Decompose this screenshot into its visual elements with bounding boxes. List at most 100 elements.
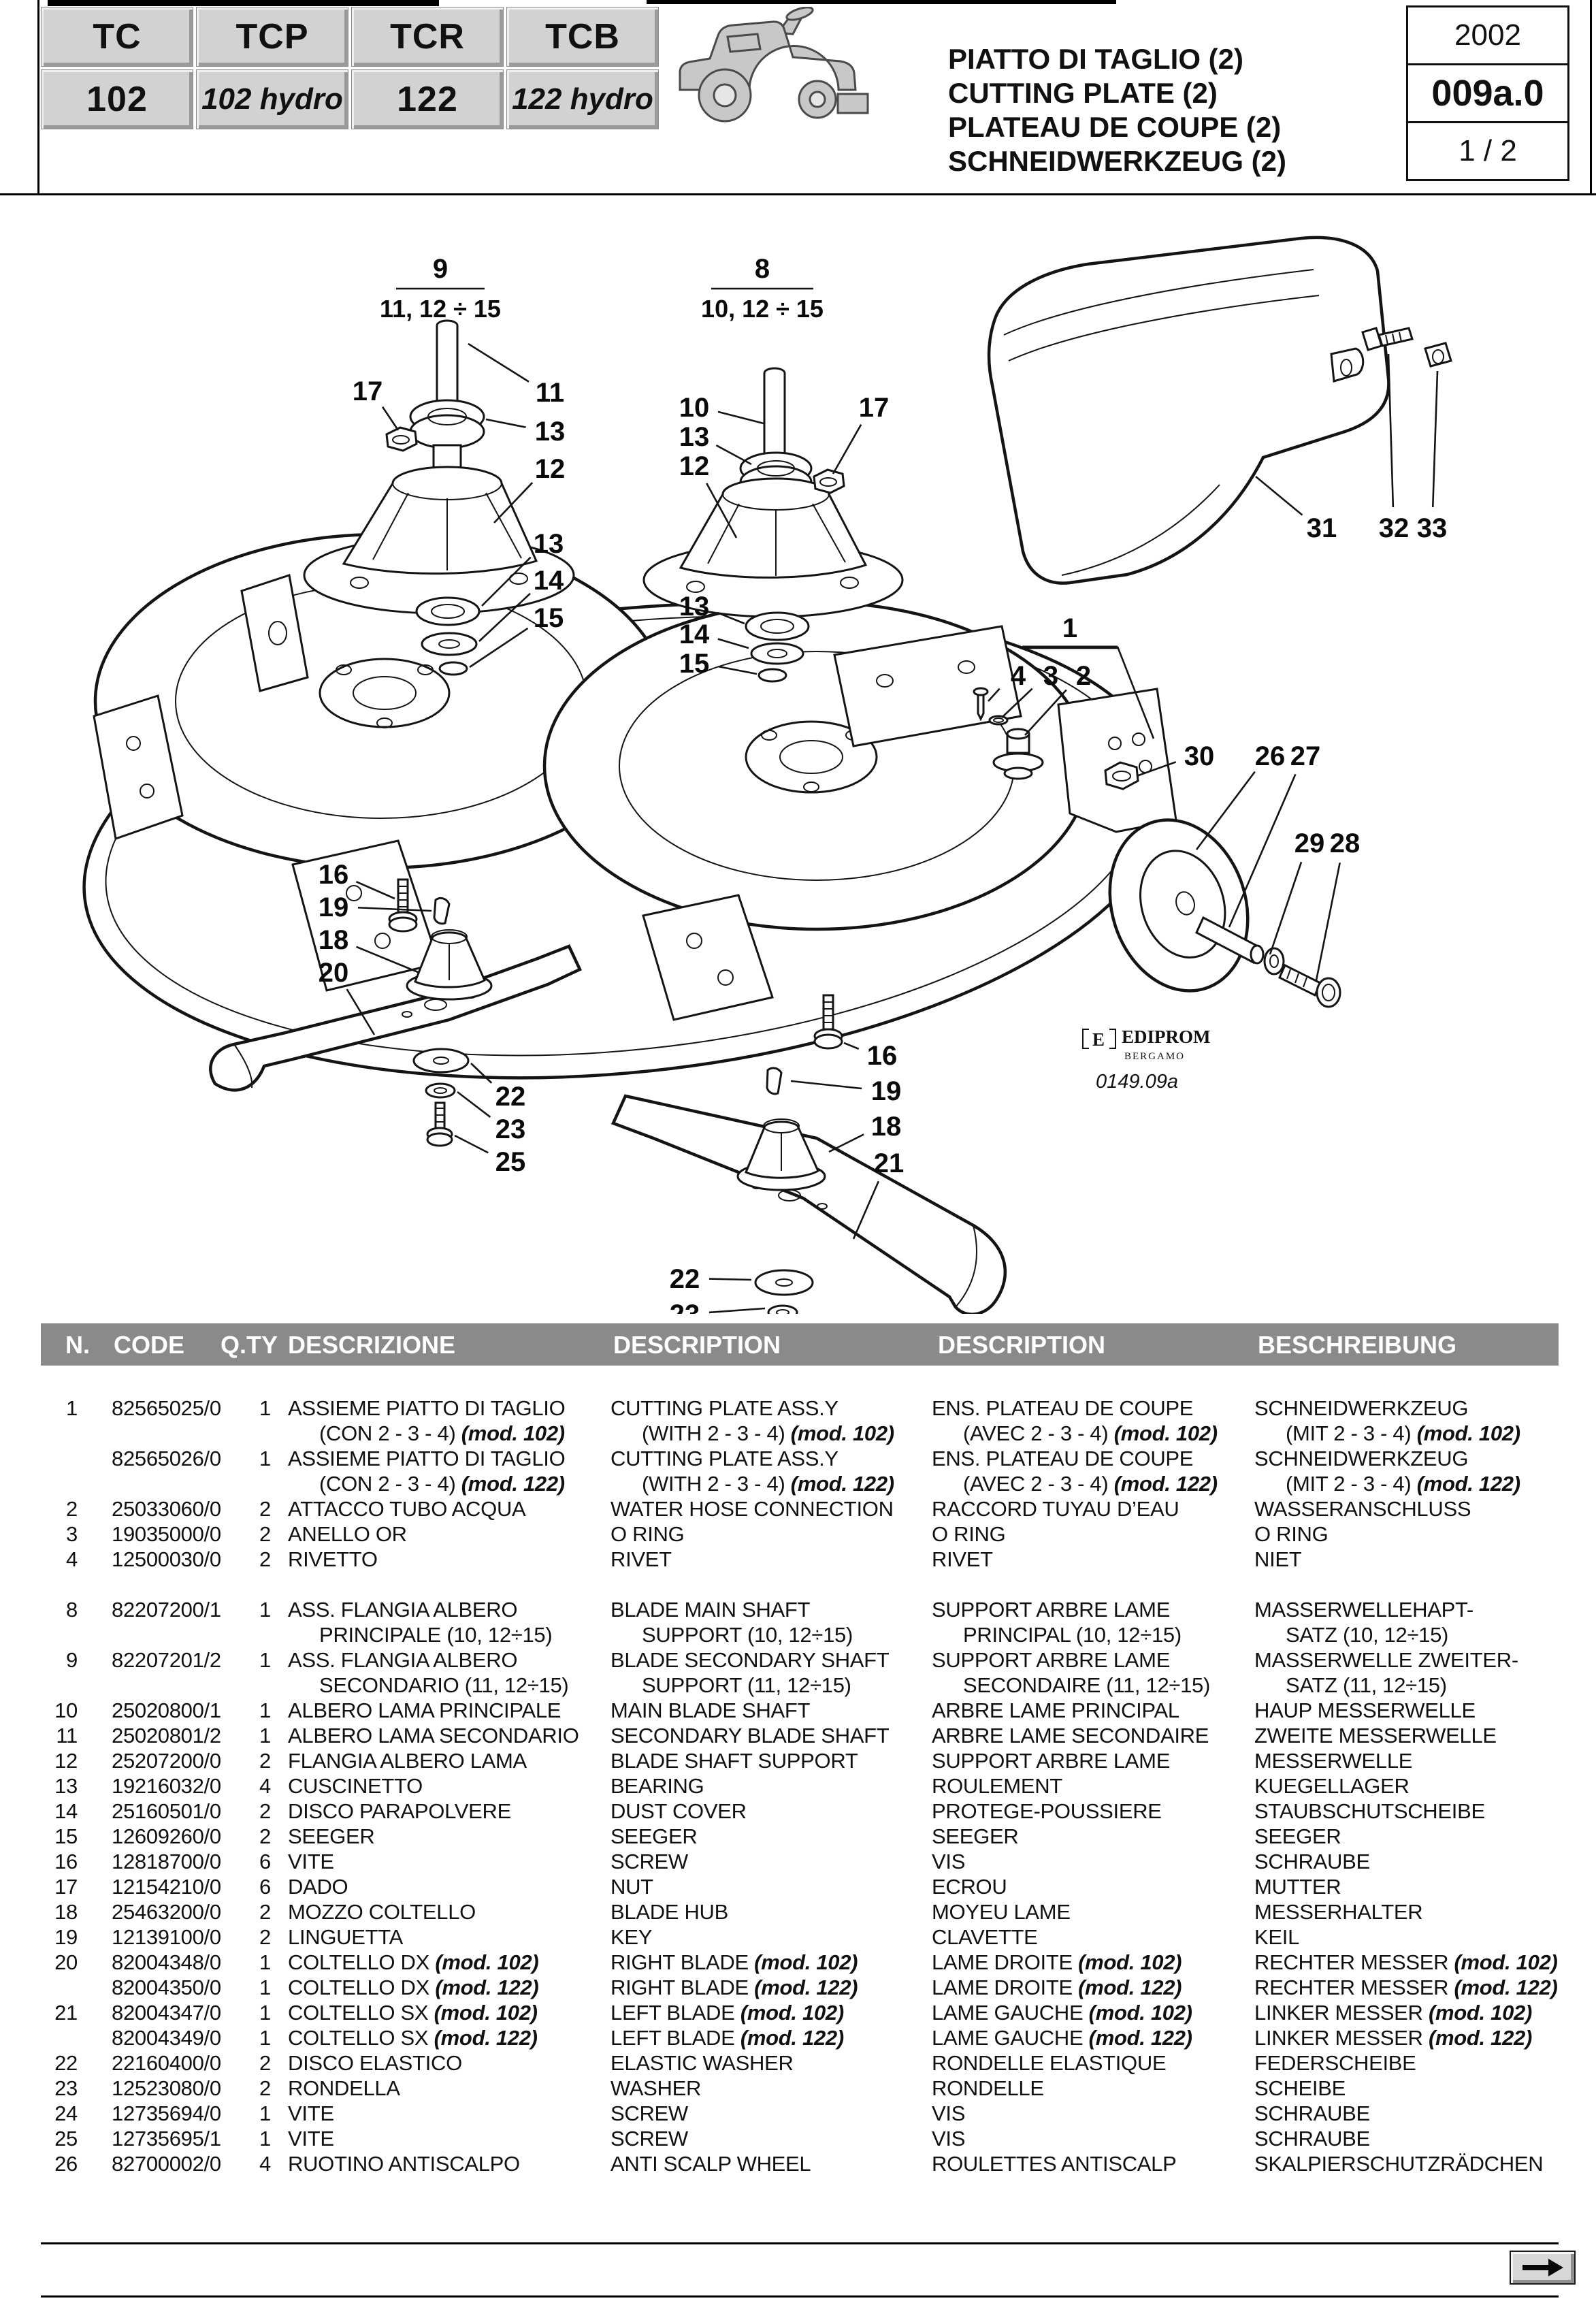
deck-brackets	[93, 574, 1177, 1021]
col-description-fr: DESCRIPTION	[938, 1331, 1106, 1359]
water-connection-group	[973, 645, 1155, 780]
next-page-button[interactable]	[1510, 2251, 1576, 2285]
logo-name: EDIPROM	[1122, 1027, 1211, 1047]
tractor-icon	[679, 7, 869, 123]
logo-sub: BERGAMO	[1124, 1051, 1185, 1062]
ediprom-logo: E EDIPROM BERGAMO 0149.09a	[1082, 1027, 1211, 1093]
col-code: CODE	[114, 1331, 185, 1359]
doc-code-label: 009a.0	[1408, 65, 1567, 123]
spindle-assembly-centre	[642, 367, 904, 683]
table-row: PRINCIPALE (10, 12÷15)SUPPORT (10, 12÷15…	[319, 1623, 1449, 1647]
page-number-label: 1 / 2	[1459, 134, 1517, 167]
callout-16: 16	[319, 860, 349, 890]
model-box-102: 102	[41, 69, 193, 129]
col-description-en: DESCRIPTION	[613, 1331, 781, 1359]
callout-22: 22	[495, 1082, 526, 1112]
model-box-tcp: TCP	[196, 7, 348, 67]
right-margin-line	[1590, 0, 1592, 195]
callout-13: 13	[534, 529, 564, 559]
top-edge-bar	[48, 0, 439, 6]
callout-13: 13	[679, 422, 710, 452]
info-box: 2002 009a.0 1 / 2	[1406, 5, 1569, 181]
table-row-spacer	[41, 1572, 1559, 1597]
col-beschreibung: BESCHREIBUNG	[1258, 1331, 1457, 1359]
callout-26: 26	[1255, 741, 1286, 771]
table-row: (CON 2 - 3 - 4) (mod. 122)(WITH 2 - 3 - …	[319, 1472, 1520, 1496]
callout-14: 14	[534, 566, 564, 596]
col-qty: Q.TY	[221, 1331, 278, 1359]
group-sub-9: 11, 12 ÷ 15	[380, 295, 501, 323]
callout-15: 15	[534, 603, 564, 633]
table-row: (CON 2 - 3 - 4) (mod. 102)(WITH 2 - 3 - …	[319, 1421, 1520, 1445]
parts-table: N. CODE Q.TY DESCRIZIONE DESCRIPTION DES…	[41, 1323, 1559, 2176]
col-n: N.	[65, 1331, 90, 1359]
title-de: SCHNEIDWERKZEUG (2)	[948, 145, 1287, 177]
top-edge-bar-2	[647, 0, 1116, 4]
group-label-1: 1	[1062, 613, 1077, 643]
callout-18: 18	[319, 925, 349, 955]
year-label: 2002	[1408, 7, 1567, 65]
deck-body	[82, 532, 1170, 1080]
callout-30: 30	[1184, 741, 1215, 771]
table-row: SECONDARIO (11, 12÷15)SUPPORT (11, 12÷15…	[319, 1673, 1447, 1697]
title-block: PIATTO DI TAGLIO (2) CUTTING PLATE (2) P…	[948, 42, 1286, 178]
callout-12: 12	[535, 454, 566, 484]
callout-29: 29	[1294, 828, 1325, 858]
callout-13: 13	[535, 417, 566, 447]
table-header: N. CODE Q.TY DESCRIZIONE DESCRIPTION DES…	[41, 1323, 1559, 1366]
callout-10: 10	[679, 393, 710, 423]
callout-27: 27	[1290, 741, 1321, 771]
callout-32: 32	[1379, 513, 1410, 543]
col-descrizione: DESCRIZIONE	[288, 1331, 456, 1359]
callout-33: 33	[1417, 513, 1448, 543]
callout-19: 19	[319, 892, 349, 922]
callout-19: 19	[871, 1076, 902, 1106]
model-grid: TC TCP TCR TCB 102 102 hydro 122 122 hyd…	[41, 7, 659, 129]
left-margin-line	[37, 0, 39, 195]
callout-21: 21	[874, 1148, 905, 1178]
group-label-9: 9	[433, 254, 448, 284]
left-blade-group	[209, 878, 582, 1147]
chute-bolt-icon	[1361, 327, 1414, 351]
callout-2: 2	[1076, 661, 1091, 691]
callout-17: 17	[859, 393, 890, 423]
callout-13: 13	[679, 592, 710, 622]
group-label-8: 8	[755, 254, 770, 284]
anti-scalp-wheel-group	[1104, 761, 1341, 1008]
callout-18: 18	[871, 1112, 902, 1142]
model-box-tc: TC	[41, 7, 193, 67]
callout-12: 12	[679, 451, 710, 481]
callout-14: 14	[679, 619, 710, 649]
callout-28: 28	[1330, 828, 1361, 858]
callout-25: 25	[495, 1147, 526, 1177]
header-divider	[0, 193, 1596, 195]
model-box-102-hydro: 102 hydro	[196, 69, 348, 129]
title-en: CUTTING PLATE (2)	[948, 77, 1218, 109]
callout-15: 15	[679, 649, 710, 679]
right-blade-group	[610, 994, 1007, 1314]
